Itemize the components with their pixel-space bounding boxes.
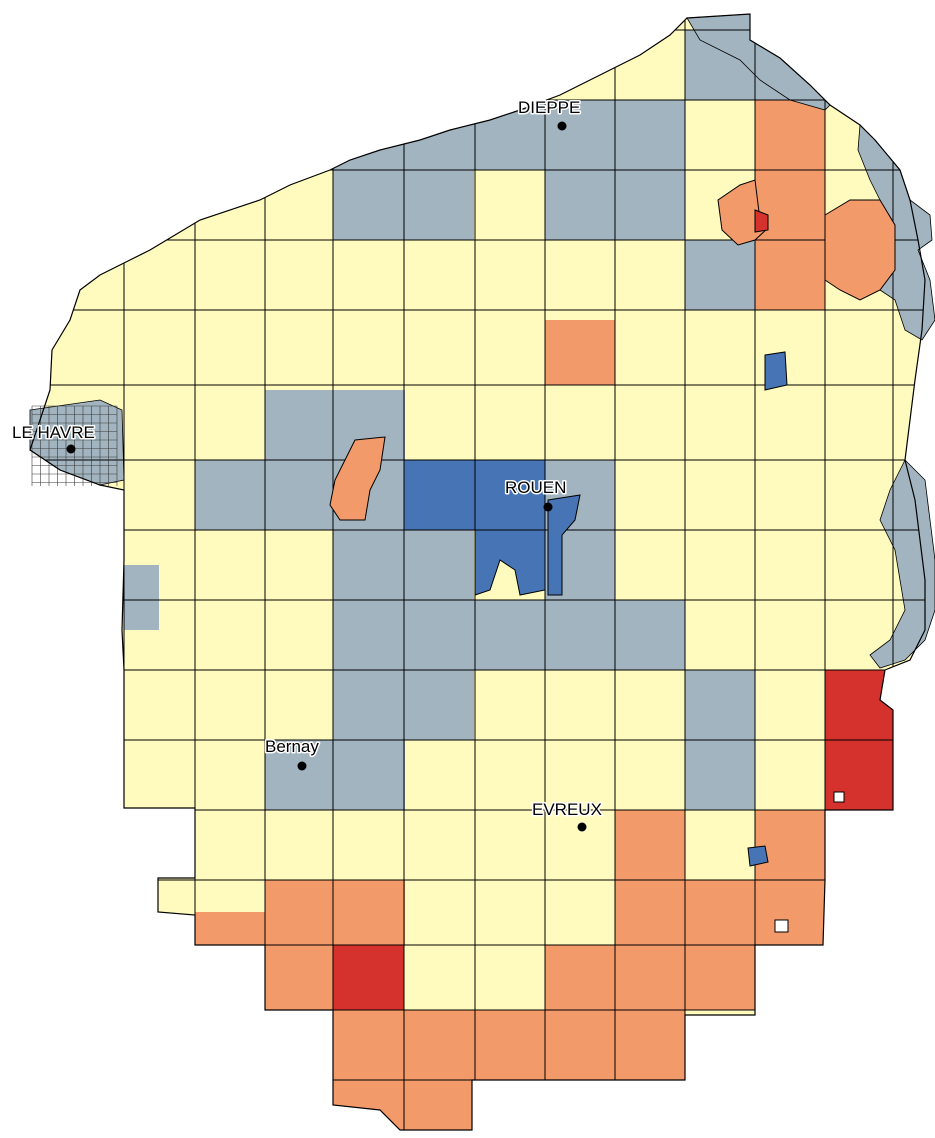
- city-label-rouen: ROUEN: [505, 478, 566, 497]
- grid-cell-24: [615, 810, 685, 880]
- fine-grid-le-havre: [31, 405, 118, 486]
- city-rouen: ROUEN ROUEN: [504, 477, 568, 512]
- red-patch-northeast: [754, 209, 769, 233]
- grid-cell-29: [195, 912, 265, 945]
- city-marker-dieppe: [557, 121, 567, 131]
- city-halo-le-havre: LE HAVRE: [12, 423, 95, 442]
- grid-cell-34: [333, 1080, 473, 1130]
- coastal-fringe: [29, 13, 935, 669]
- city-marker-bernay: [297, 761, 307, 771]
- grid-cell-25: [755, 810, 825, 880]
- city-marker-rouen: [543, 502, 553, 512]
- city-marker-le-havre: [66, 444, 76, 454]
- city-layer: DIEPPE DIEPPE LE HAVRE LE HAVRE ROUEN RO…: [11, 97, 603, 832]
- city-le-havre: LE HAVRE LE HAVRE: [11, 422, 96, 454]
- grid-cell-14: [475, 460, 545, 530]
- grid-cell-11: [265, 390, 405, 460]
- white-hole-south-east: [774, 919, 789, 933]
- grid-cell-26: [615, 880, 825, 945]
- fringe-patch-east-lower: [869, 459, 935, 669]
- orange-patch-east: [824, 199, 896, 301]
- grid-cell-10: [545, 320, 615, 385]
- white-hole-red-cell: [833, 791, 845, 803]
- city-marker-evreux: [577, 822, 587, 832]
- grid-cell-18: [333, 600, 685, 670]
- grid-cell-3: [333, 100, 404, 170]
- city-evreux: EVREUX EVREUX: [531, 799, 603, 832]
- grid-cell-22: [124, 565, 159, 630]
- city-halo-dieppe: DIEPPE: [518, 98, 580, 117]
- fringe-patch-le-havre: [29, 399, 125, 486]
- city-halo-rouen: ROUEN: [505, 478, 566, 497]
- rouen-blue-arm: [474, 529, 546, 596]
- grid-cell-30: [265, 945, 335, 1010]
- city-label-le-havre: LE HAVRE: [12, 423, 95, 442]
- grid-cell-9: [755, 240, 825, 310]
- blue-patch-east: [764, 351, 788, 391]
- city-halo-evreux: EVREUX: [532, 800, 602, 819]
- grid-cells: [124, 30, 893, 1130]
- city-label-evreux: EVREUX: [532, 800, 602, 819]
- city-dieppe: DIEPPE DIEPPE: [517, 97, 582, 131]
- grid-cell-7: [755, 100, 825, 170]
- city-bernay: Bernay Bernay: [264, 736, 321, 771]
- blue-patch-evreux: [747, 845, 769, 867]
- rouen-blue-arm-right: [547, 494, 581, 596]
- grid-cell-5: [685, 240, 755, 310]
- city-label-bernay: Bernay: [265, 737, 319, 756]
- grid-cell-31: [333, 945, 404, 1010]
- grid-cell-21: [265, 740, 405, 810]
- orange-patch-left: [329, 436, 386, 521]
- grid-cell-33: [333, 1010, 685, 1080]
- city-halo-bernay: Bernay: [265, 737, 319, 756]
- grid-cell-27: [265, 880, 405, 945]
- grid-cell-32: [545, 945, 755, 1010]
- city-label-dieppe: DIEPPE: [518, 98, 580, 117]
